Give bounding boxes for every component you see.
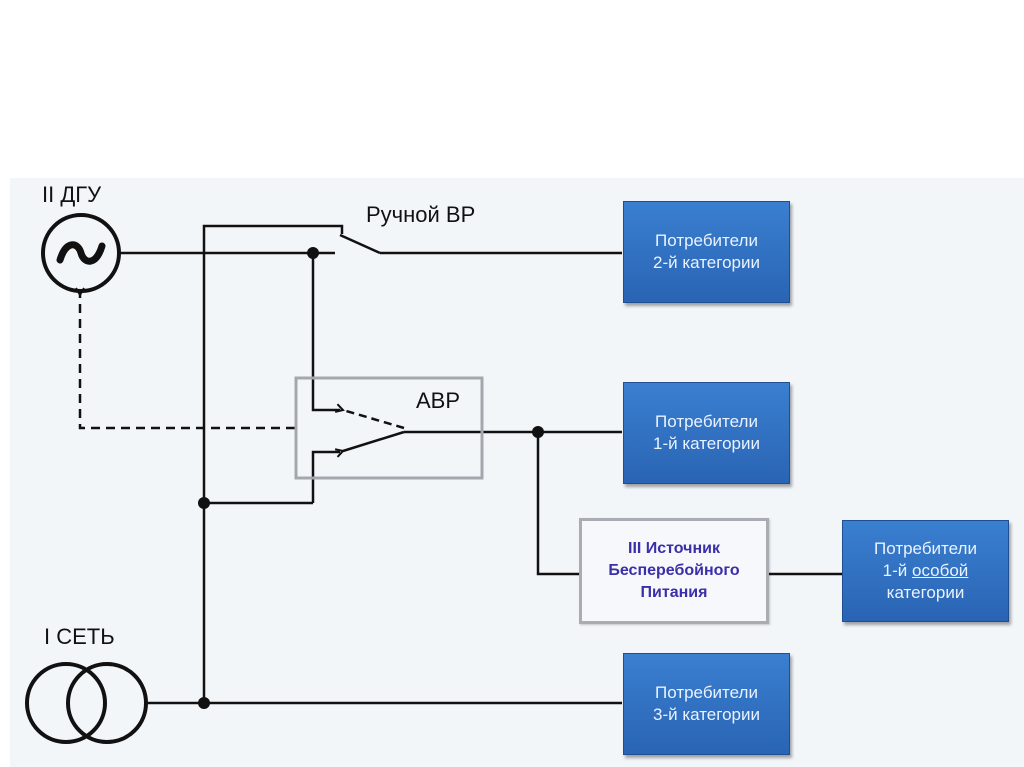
consumer-category: 3-й категории	[652, 705, 760, 724]
junction-dot	[307, 247, 319, 259]
category-emphasis: особой	[912, 561, 969, 580]
ats-label: АВР	[416, 388, 461, 413]
ups-line-2: Бесперебойного	[608, 562, 740, 579]
manual-switch-upper-contact	[202, 224, 344, 700]
consumer-category: 2-й категории	[652, 253, 760, 272]
consumer-category: 1-й особой	[883, 560, 969, 582]
junction-dot	[532, 426, 544, 438]
grid-label: I СЕТЬ	[44, 624, 115, 649]
consumer-box-cat3[interactable]: Потребители 3-й категории	[623, 653, 790, 755]
consumer-category-suffix: категории	[886, 583, 965, 602]
consumer-title: Потребители	[655, 412, 758, 431]
transformer-primary-icon	[25, 662, 107, 744]
consumer-title: Потребители	[874, 539, 977, 558]
ats-lower-input	[311, 450, 340, 503]
consumer-title: Потребители	[655, 231, 758, 250]
manual-switch-blade	[339, 233, 381, 255]
generator-label: II ДГУ	[42, 182, 102, 207]
junction-dot	[198, 697, 210, 709]
ats-solid-blade	[343, 430, 405, 451]
ats-dashed-blade	[343, 410, 405, 430]
manual-switch-label: Ручной ВР	[366, 202, 476, 227]
consumer-box-cat1[interactable]: Потребители 1-й категории	[623, 382, 790, 484]
ats-upper-input	[311, 253, 340, 412]
consumer-title: Потребители	[655, 683, 758, 702]
consumer-category: 1-й категории	[652, 434, 760, 453]
ups-line-1: III Источник	[628, 540, 720, 557]
consumer-box-cat1-special[interactable]: Потребители 1-й особой категории	[842, 520, 1009, 622]
consumer-box-cat2[interactable]: Потребители 2-й категории	[623, 201, 790, 303]
ups-line-3: Питания	[640, 584, 708, 601]
ups-box[interactable]: III Источник Бесперебойного Питания	[579, 518, 769, 624]
ac-wave-icon	[56, 241, 106, 265]
diagram-background	[10, 178, 1024, 767]
start-signal-line	[80, 295, 295, 430]
ups-feed	[536, 432, 580, 576]
ats-box	[294, 376, 484, 480]
junction-dot	[198, 497, 210, 509]
category-prefix: 1-й	[882, 561, 913, 580]
